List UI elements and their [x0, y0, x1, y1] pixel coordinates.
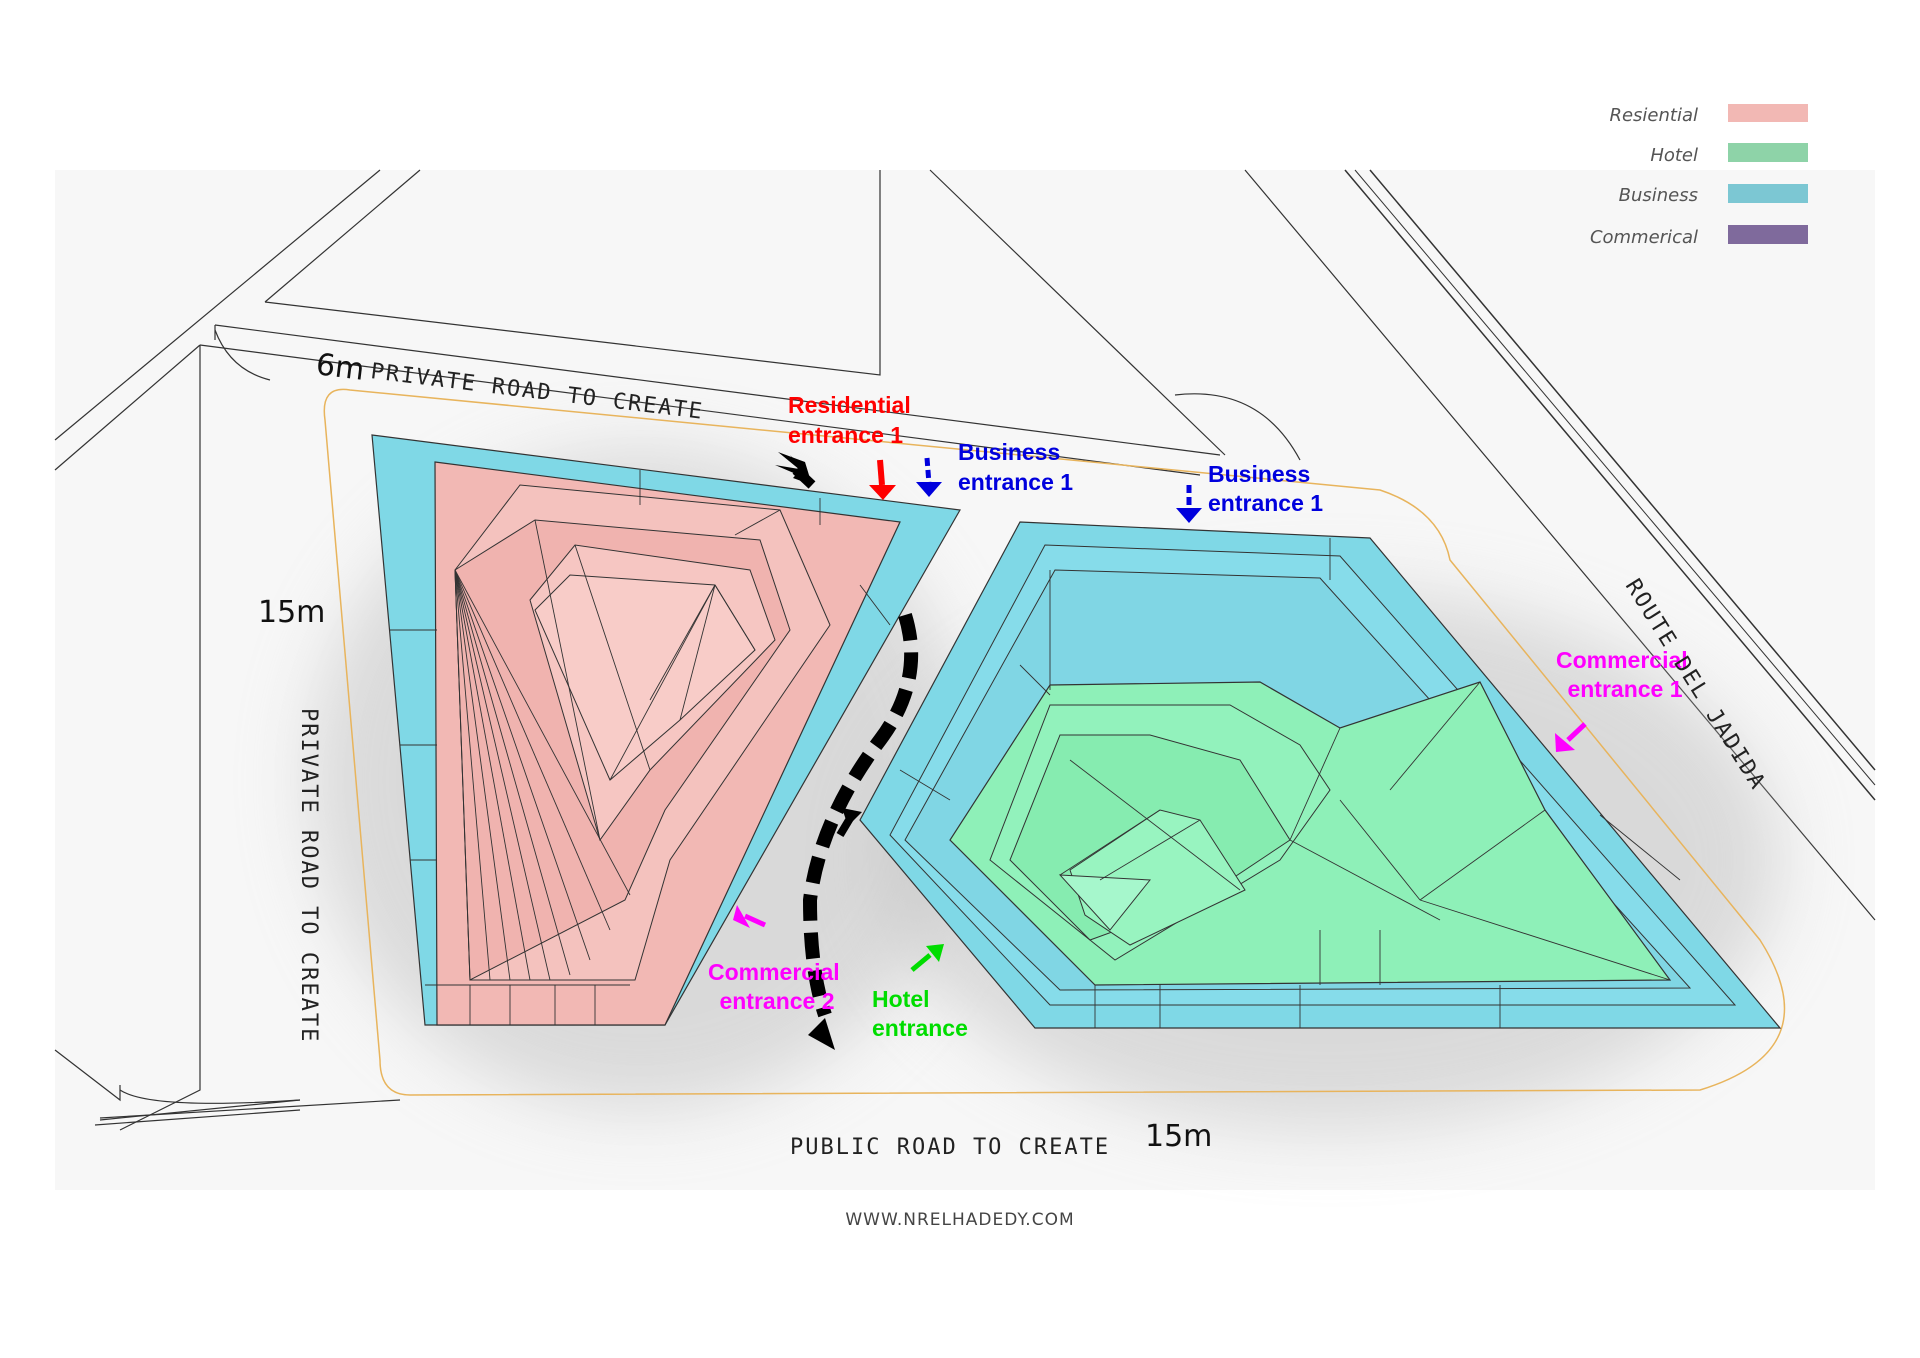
west-fan-lines — [454, 509, 781, 981]
east-building — [859, 521, 1782, 1029]
legend-label-hotel: Hotel — [1650, 145, 1698, 166]
west-building — [371, 434, 961, 1026]
east-detail-lines — [899, 538, 1681, 1028]
arrow-residential-entrance — [869, 459, 896, 500]
legend-swatch-residential — [1728, 104, 1808, 122]
south-road-width: 15m — [1145, 1119, 1212, 1154]
legend-label-commercial: Commerical — [1590, 227, 1698, 248]
circulation-arrow-north — [778, 452, 816, 489]
legend-swatch-hotel — [1728, 143, 1808, 162]
credit-url: WWW.NRELHADEDY.COM — [845, 1210, 1074, 1230]
arrow-commercial-entrance-1 — [1555, 722, 1587, 752]
legend: Resiential Hotel Business Commerical — [1590, 104, 1808, 248]
west-base-grid — [390, 470, 891, 1025]
legend-swatch-commercial — [1728, 225, 1808, 244]
circulation-arrow-small — [836, 808, 862, 838]
circulation-arrowhead-south — [808, 1018, 835, 1050]
circulation-paths — [802, 612, 919, 1018]
label-commercial-entrance-1: Commercial entrance 1 — [1556, 647, 1694, 702]
road-lines — [54, 169, 1876, 1131]
label-hotel-entrance: Hotel entrance — [872, 986, 968, 1041]
arrow-business-entrance-1a — [916, 457, 942, 497]
west-road-label: PRIVATE ROAD TO CREATE — [296, 708, 321, 1043]
site-outline — [323, 388, 1786, 1096]
legend-swatch-business — [1728, 184, 1808, 203]
arrow-commercial-entrance-2 — [733, 905, 767, 928]
south-road-label: PUBLIC ROAD TO CREATE — [790, 1135, 1110, 1160]
arrow-business-entrance-1b — [1176, 485, 1202, 523]
legend-label-residential: Resiential — [1609, 105, 1698, 126]
label-business-entrance-1a: Business entrance 1 — [958, 439, 1073, 495]
north-road-width: 6m — [314, 347, 366, 388]
circulation-path-main — [802, 612, 919, 1018]
label-commercial-entrance-2: Commercial entrance 2 — [708, 959, 846, 1014]
west-road-width: 15m — [258, 595, 325, 630]
label-residential-entrance: Residential entrance 1 — [788, 392, 917, 448]
arrow-hotel-entrance — [910, 944, 944, 972]
legend-label-business: Business — [1619, 185, 1698, 206]
label-business-entrance-1b: Business entrance 1 — [1208, 461, 1323, 516]
